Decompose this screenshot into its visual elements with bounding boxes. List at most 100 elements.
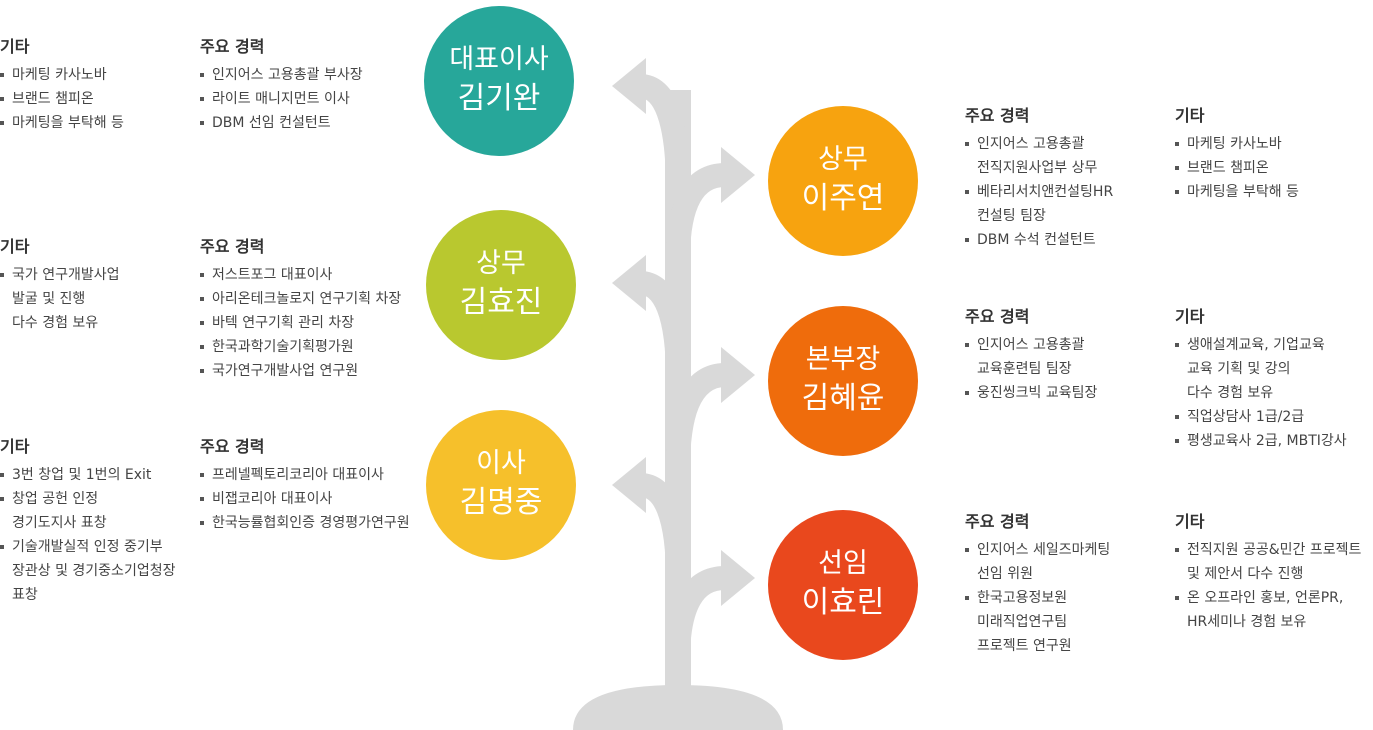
list-item: 평생교육사 2급, MBTI강사 [1175, 429, 1347, 453]
list-item: 국가 연구개발사업 발굴 및 진행 다수 경험 보유 [0, 263, 120, 335]
list-item: 3번 창업 및 1번의 Exit [0, 463, 175, 487]
list-item: 국가연구개발사업 연구원 [200, 359, 401, 383]
etc-title: 기타 [1175, 106, 1205, 125]
person-circle-5: 선임 이효린 [768, 510, 918, 660]
list-item: 마케팅 카사노바 [1175, 132, 1299, 156]
list-item: DBM 선임 컨설턴트 [200, 111, 363, 135]
branch-left-3 [638, 473, 690, 581]
arrowhead-left-3 [612, 457, 646, 513]
list-item: 인지어스 고용총괄 전직지원사업부 상무 [965, 132, 1113, 180]
person-role: 상무 [476, 248, 526, 279]
list-item: 마케팅을 부탁해 등 [0, 111, 124, 135]
list-item: 기술개발실적 인정 중기부 장관상 및 경기중소기업청장 표창 [0, 535, 175, 607]
career-title: 주요 경력 [965, 307, 1030, 326]
list-item: 인지어스 고용총괄 부사장 [200, 63, 363, 87]
etc-title: 기타 [0, 437, 30, 456]
career-title: 주요 경력 [200, 437, 265, 456]
etc-block-1: 기타 국가 연구개발사업 발굴 및 진행 다수 경험 보유 [0, 235, 120, 335]
arrowhead-right-3 [721, 550, 755, 606]
list-item: 베타리서치앤컨설팅HR 컨설팅 팀장 [965, 180, 1113, 228]
person-name: 이효린 [801, 585, 885, 620]
career-title: 주요 경력 [965, 106, 1030, 125]
arrowhead-right-2 [721, 347, 755, 403]
list-item: 마케팅을 부탁해 등 [1175, 180, 1299, 204]
list-item: 한국고용정보원 미래직업연구팀 프로젝트 연구원 [965, 586, 1110, 658]
arrowhead-left-1 [612, 58, 646, 114]
person-role: 상무 [818, 144, 868, 175]
list-item: 한국과학기술기획평가원 [200, 335, 401, 359]
career-title: 주요 경력 [965, 512, 1030, 531]
career-title: 주요 경력 [200, 37, 265, 56]
person-circle-3: 상무 이주연 [768, 106, 918, 256]
list-item: 직업상담사 1급/2급 [1175, 405, 1347, 429]
tree-branches [638, 74, 726, 700]
person-role: 선임 [818, 548, 868, 579]
arrowhead-left-2 [612, 255, 646, 311]
branch-right-2 [666, 363, 726, 471]
list-item: 저스트포그 대표이사 [200, 263, 401, 287]
list-item: 전직지원 공공&민간 프로젝트 및 제안서 다수 진행 [1175, 538, 1361, 586]
list-item: 바텍 연구기획 관리 차장 [200, 311, 401, 335]
list-item: 온 오프라인 홍보, 언론PR, HR세미나 경험 보유 [1175, 586, 1361, 634]
person-name: 김명중 [459, 485, 543, 520]
list-item: 창업 공헌 인정 경기도지사 표창 [0, 487, 175, 535]
list-item: 웅진씽크빅 교육팀장 [965, 381, 1097, 405]
person-role: 본부장 [805, 344, 881, 375]
etc-title: 기타 [1175, 307, 1205, 326]
branch-left-1 [638, 74, 690, 191]
person-name: 김효진 [459, 285, 543, 320]
list-item: 한국능률협회인증 경영평가연구원 [200, 511, 410, 535]
person-role: 이사 [476, 448, 526, 479]
career-title: 주요 경력 [200, 237, 265, 256]
person-name: 이주연 [801, 181, 885, 216]
list-item: 브랜드 챔피온 [1175, 156, 1299, 180]
branch-right-3 [666, 566, 726, 661]
list-item: 프레넬펙토리코리아 대표이사 [200, 463, 410, 487]
list-item: 인지어스 세일즈마케팅 선임 위원 [965, 538, 1110, 586]
arrowhead-right-1 [721, 147, 755, 203]
person-name: 김혜윤 [801, 381, 885, 416]
branch-left-2 [638, 271, 690, 381]
person-role: 대표이사 [449, 44, 549, 75]
branch-right-1 [666, 163, 726, 261]
list-item: 브랜드 챔피온 [0, 87, 124, 111]
list-item: 라이트 매니지먼트 이사 [200, 87, 363, 111]
person-name: 김기완 [457, 81, 541, 116]
tree-base [573, 685, 783, 730]
list-item: 아리온테크놀로지 연구기획 차장 [200, 287, 401, 311]
person-circle-0: 대표이사 김기완 [424, 6, 574, 156]
list-item: 생애설계교육, 기업교육 교육 기획 및 강의 다수 경험 보유 [1175, 333, 1347, 405]
etc-title: 기타 [1175, 512, 1205, 531]
etc-title: 기타 [0, 37, 30, 56]
list-item: 비잽코리아 대표이사 [200, 487, 410, 511]
list-item: 마케팅 카사노바 [0, 63, 124, 87]
etc-list: 국가 연구개발사업 발굴 및 진행 다수 경험 보유 [0, 263, 120, 335]
tree-arrowheads [612, 58, 755, 606]
list-item: DBM 수석 컨설턴트 [965, 228, 1113, 252]
person-circle-2: 이사 김명중 [426, 410, 576, 560]
person-circle-4: 본부장 김혜윤 [768, 306, 918, 456]
